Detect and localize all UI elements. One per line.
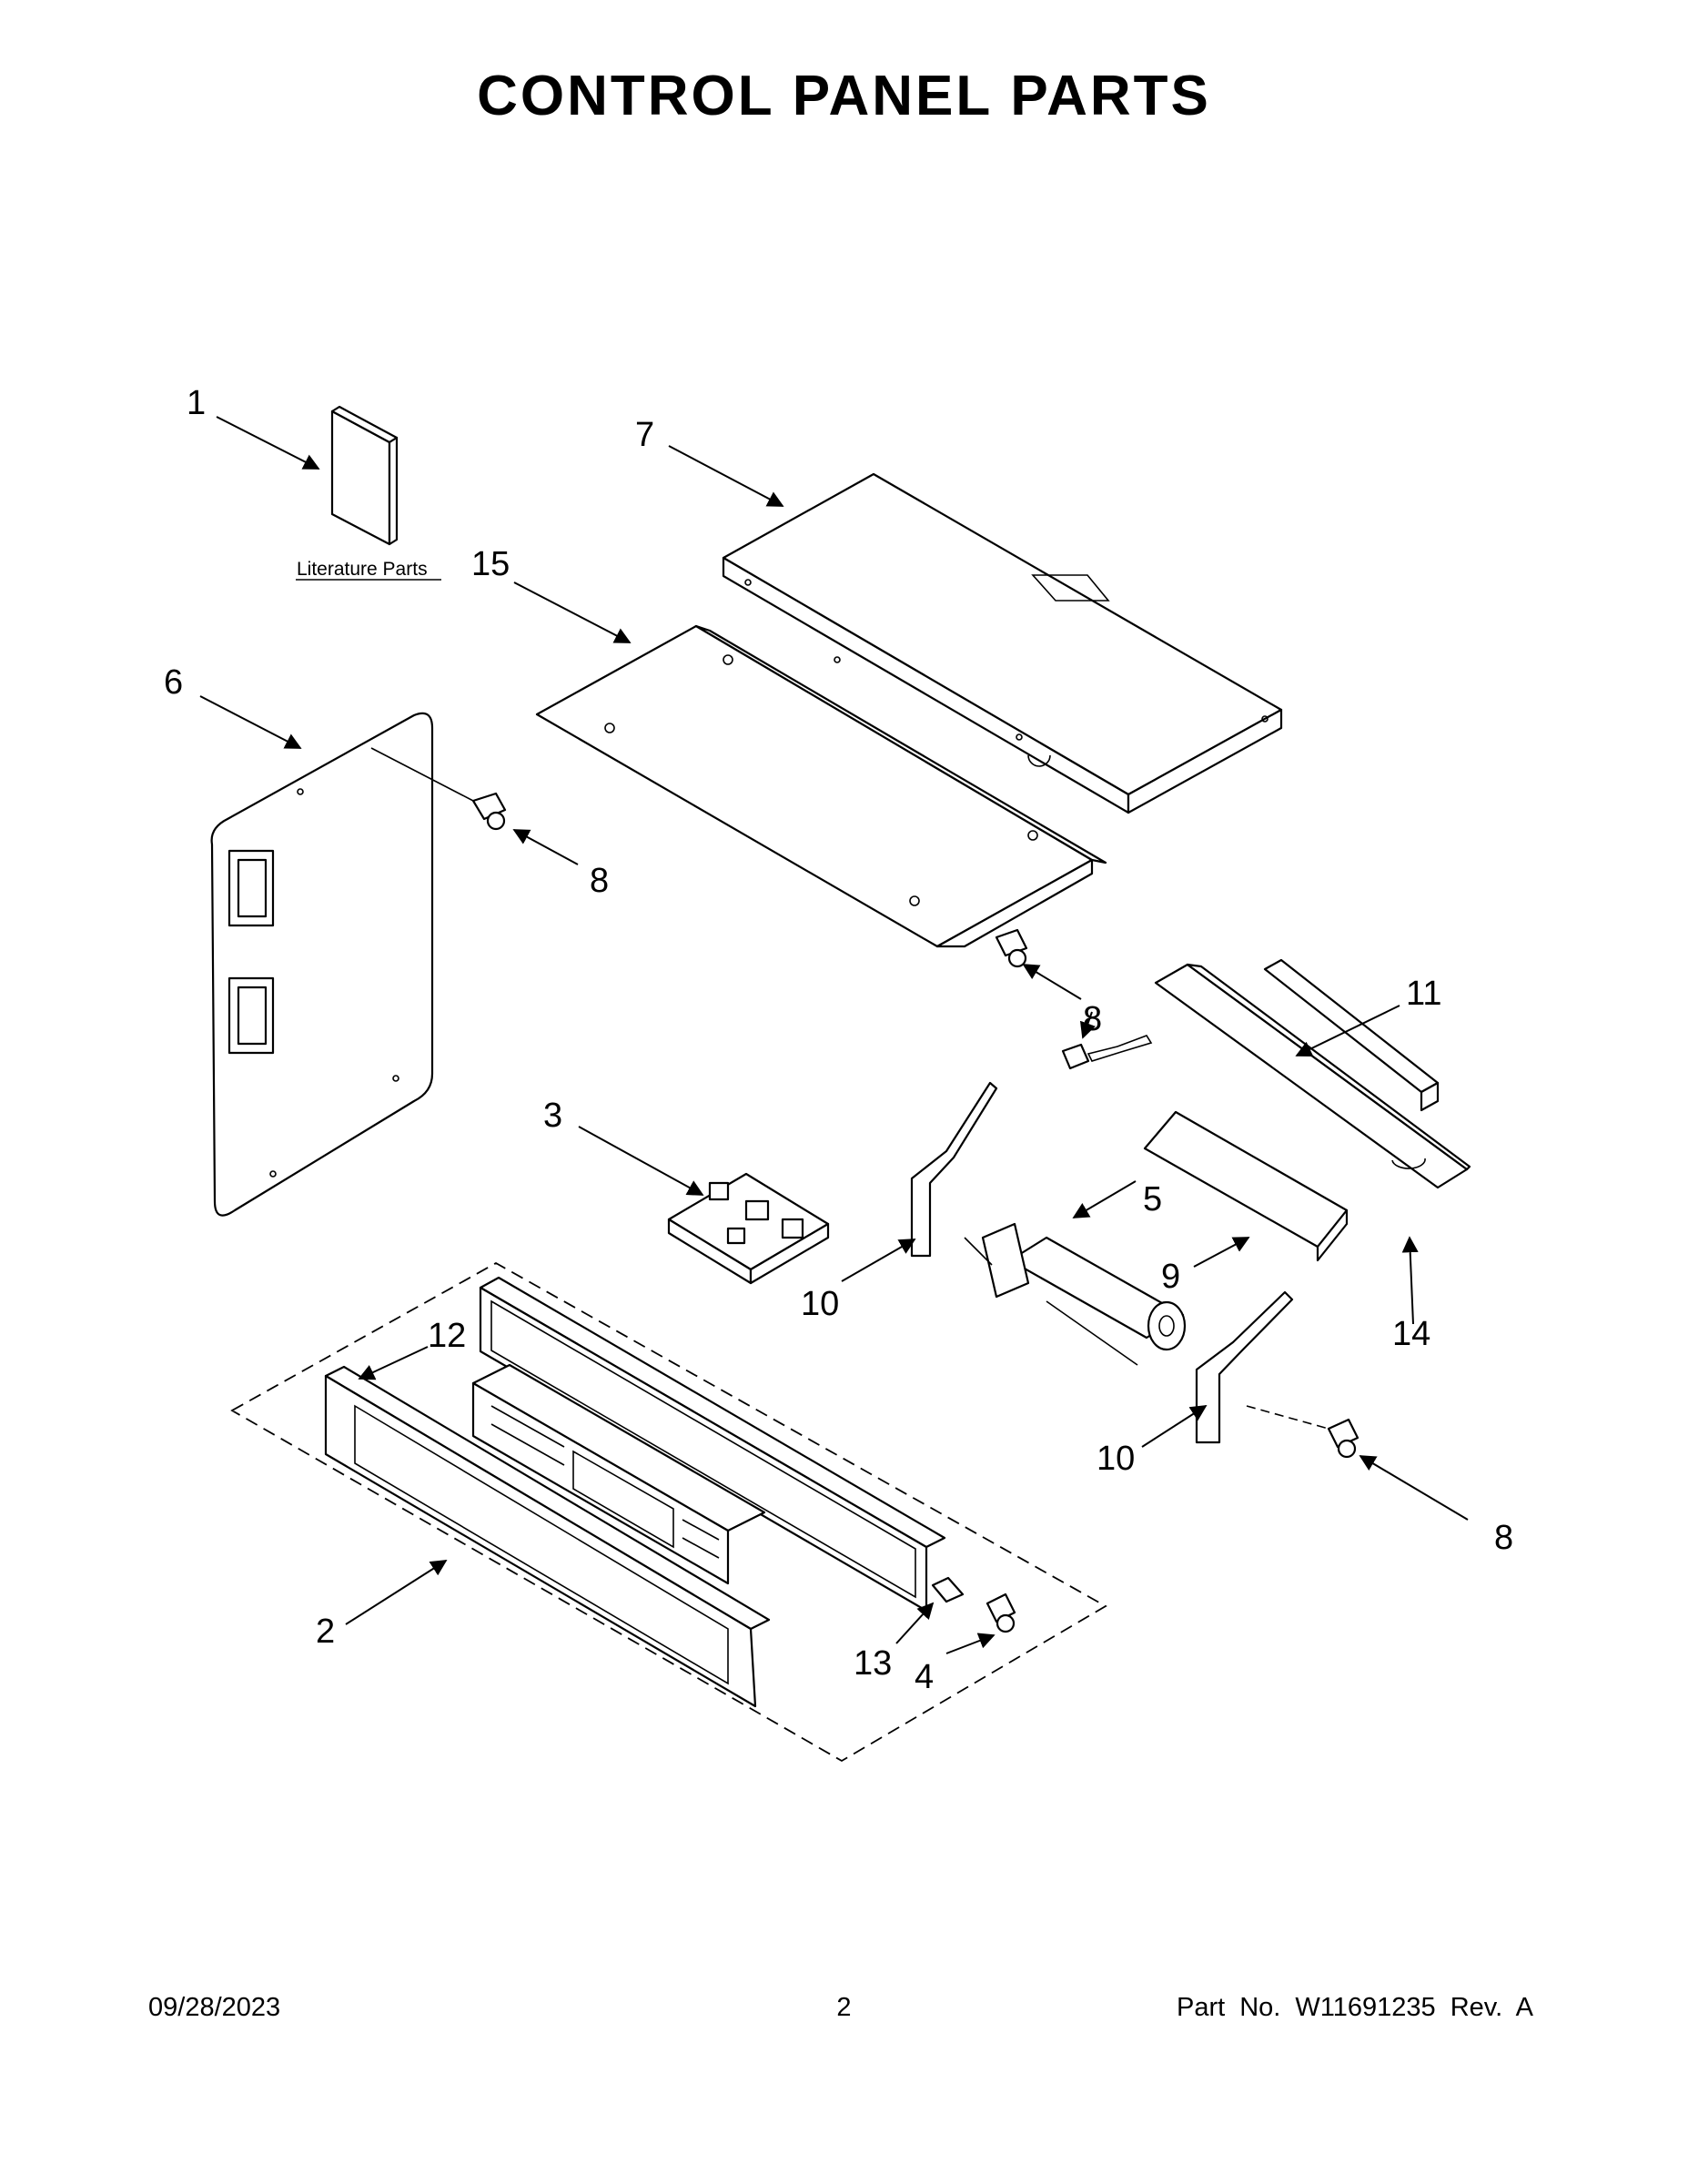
callout-10-upper: 10 [801,1285,839,1323]
callout-3: 3 [543,1097,562,1135]
screw-bracket [1061,1035,1153,1070]
fascia-assembly-box [230,1261,1107,1763]
callout-5: 5 [1143,1180,1162,1218]
callout-9: 9 [1161,1258,1180,1296]
callout-7: 7 [635,416,654,454]
part-keypad-membrane [471,1363,766,1585]
callout-4: 4 [915,1658,934,1696]
part-deflector-plate [1143,1110,1349,1262]
part-control-board [667,1172,830,1285]
part-glass-panel [324,1365,771,1708]
callout-12: 12 [428,1317,466,1355]
part-mounting-bracket [1154,963,1471,1189]
page-title: CONTROL PANEL PARTS [477,65,1211,127]
callout-8-middle: 8 [1083,1000,1102,1038]
part-top-cover [722,472,1283,814]
callout-14: 14 [1392,1315,1430,1353]
callout-10-lower: 10 [1097,1440,1135,1478]
part-blower-fan [964,1222,1187,1366]
footer-page-number: 2 [836,1993,852,2022]
callout-1: 1 [187,384,206,422]
literature-parts-label: Literature Parts [297,559,428,580]
part-side-panel [210,712,474,1217]
part-shield-plate [535,624,1107,948]
part-literature-booklet [296,405,441,581]
leader-arrows [199,416,1469,1654]
callout-6: 6 [164,663,183,702]
callout-11: 11 [1406,975,1441,1013]
callout-8-lower: 8 [1494,1519,1513,1557]
footer-part-number: Part No. W11691235 Rev. A [1176,1993,1533,2022]
callout-15: 15 [471,545,510,583]
callout-2: 2 [316,1613,335,1651]
callout-8-upper: 8 [590,862,609,900]
part-spacer [931,1576,965,1603]
callout-13: 13 [854,1644,892,1683]
screw-upper-left [471,792,507,831]
part-hinge-bracket-right [1195,1290,1294,1444]
screw-mid [995,928,1028,968]
part-hinge-bracket-left [910,1081,998,1258]
screw-front [986,1592,1016,1633]
screw-right [1246,1405,1359,1459]
footer-date: 09/28/2023 [148,1993,281,2022]
part-strip [1263,958,1440,1112]
